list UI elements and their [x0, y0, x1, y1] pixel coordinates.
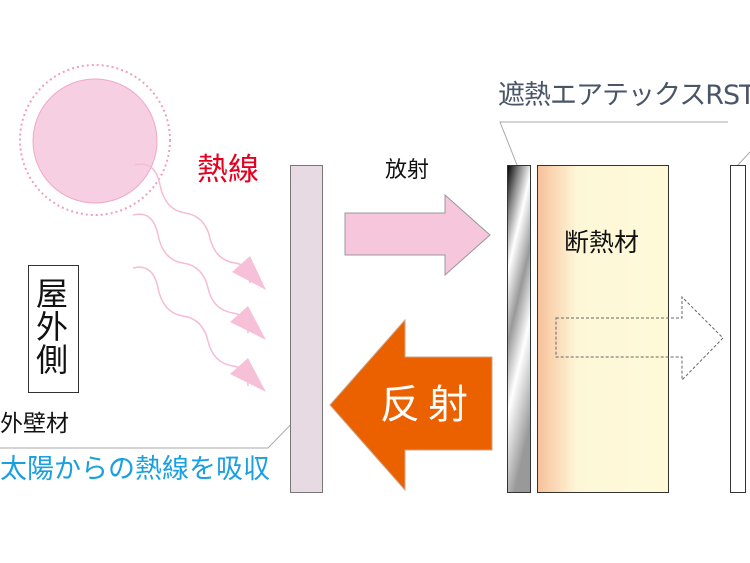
outdoor-side-box [28, 265, 79, 393]
heat-rays-label: 熱線 [197, 152, 259, 188]
radiation-label: 放射 [385, 158, 430, 183]
heat-ray-arrowhead [230, 306, 266, 340]
product-label: 遮熱エアテックスRST [498, 80, 750, 111]
interior-wall [730, 165, 746, 493]
reflection-arrow [329, 318, 493, 492]
reflection-label: 反射 [380, 382, 476, 428]
rst-heat-shield-layer [507, 165, 531, 493]
radiation-arrow [344, 193, 491, 277]
sun-icon [32, 78, 158, 204]
heat-ray-arrowhead [230, 358, 266, 392]
exterior-wall-label: 外壁材 [0, 411, 69, 437]
outdoor-side-label: 屋外側 [36, 275, 69, 379]
absorb-note: 太陽からの熱線を吸収 [0, 454, 270, 485]
exterior-wall [290, 165, 323, 493]
heat-ray-arrows [132, 163, 251, 387]
heat-ray-arrowhead [232, 256, 266, 290]
leader-line-inner-wall [736, 151, 750, 167]
leader-line-rst [499, 121, 728, 166]
sun-glow-ring [19, 64, 171, 216]
insulation-layer [537, 165, 669, 493]
insulation-label: 断熱材 [564, 228, 640, 257]
blocked-heat-arrow [555, 295, 724, 382]
